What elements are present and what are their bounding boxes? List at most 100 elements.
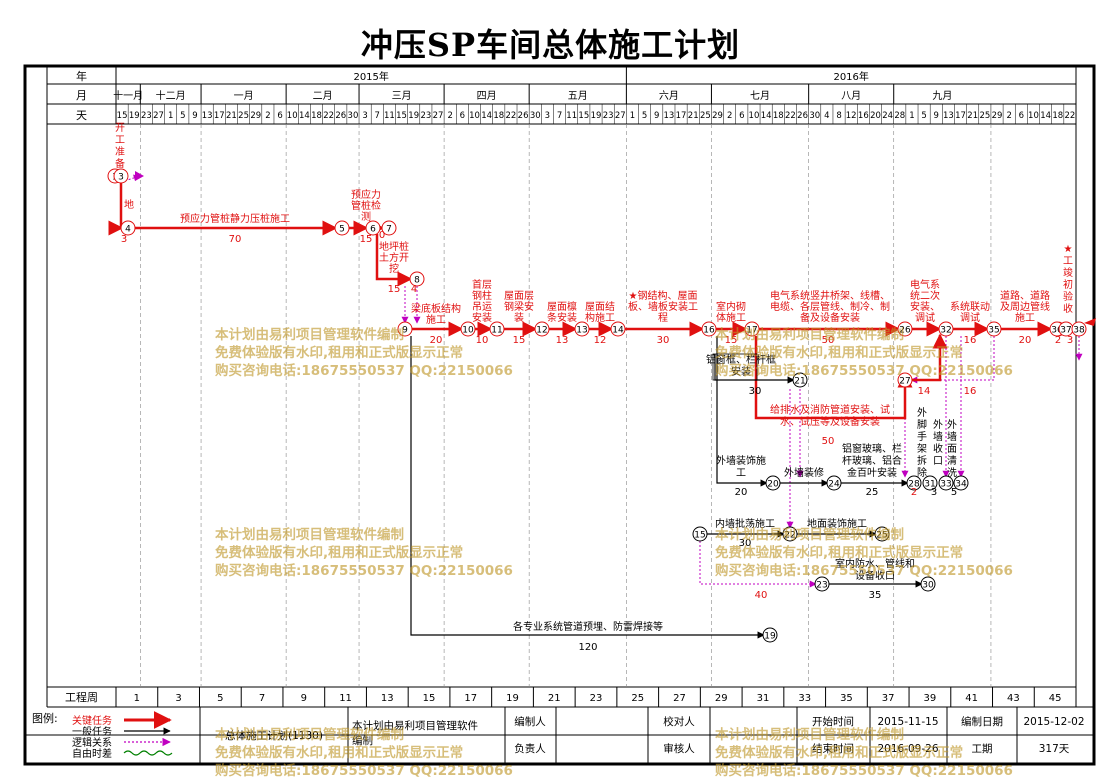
editor-label: 编制人	[514, 715, 546, 728]
day-label: 18	[493, 111, 504, 121]
day-label: 2	[265, 111, 270, 121]
task-label: 20	[1019, 335, 1032, 346]
event-node-number: 13	[576, 326, 587, 336]
end-label: 结束时间	[812, 742, 854, 755]
event-node-number: 36	[1051, 326, 1063, 336]
task-label: 备	[115, 157, 125, 170]
event-node	[953, 475, 969, 491]
event-node-number: 11	[491, 326, 502, 336]
day-label: 22	[1065, 111, 1076, 121]
event-node	[120, 220, 136, 236]
event-node-number: 20	[767, 480, 779, 490]
event-node-number: 28	[908, 480, 920, 490]
event-node-number: 37	[1060, 326, 1071, 336]
task-label: 构施工	[585, 311, 615, 324]
day-label: 2	[447, 111, 452, 121]
logic-relation-arrow	[699, 541, 817, 588]
critical-task-arrow	[375, 234, 413, 287]
event-node	[489, 321, 505, 337]
event-node-number: 12	[536, 326, 547, 336]
task-label: 清	[947, 454, 957, 467]
task-label: 调试	[960, 311, 980, 324]
start-value: 2015-11-15	[877, 716, 938, 728]
month-label: 九月	[932, 90, 952, 102]
task-label: 安装	[472, 311, 492, 324]
day-label: 18	[1052, 111, 1063, 121]
day-label: 26	[518, 111, 529, 121]
day-label: 28	[894, 111, 905, 121]
task-label: 工	[1063, 256, 1073, 267]
event-node	[938, 475, 954, 491]
month-label: 五月	[568, 90, 588, 102]
day-label: 14	[1040, 111, 1051, 121]
day-label: 30	[530, 111, 541, 121]
task-label: 测	[361, 210, 371, 223]
event-node-number: 26	[899, 326, 911, 336]
task-label: 2	[1055, 335, 1061, 346]
compile-date-value: 2015-12-02	[1023, 716, 1084, 728]
week-label: 29	[715, 693, 728, 704]
day-label: 18	[311, 111, 322, 121]
owner-label: 负责人	[514, 742, 546, 755]
task-label: 墙	[947, 430, 957, 443]
outer-frame	[23, 64, 1096, 766]
week-label: 19	[506, 693, 519, 704]
task-label: 40	[755, 590, 768, 601]
event-node	[460, 321, 476, 337]
task-label: 12	[594, 335, 607, 346]
task-label: 屋面檩	[547, 300, 577, 313]
task-label: 2	[911, 487, 917, 498]
task-label: 水、试压等及设备安装	[780, 415, 880, 428]
task-label: 30	[657, 335, 670, 346]
task-label: 管桩检	[351, 199, 381, 212]
week-label: 35	[840, 693, 853, 704]
week-label: 41	[965, 693, 978, 704]
day-label: 23	[141, 111, 152, 121]
day-label: 23	[420, 111, 431, 121]
task-label: 及周边管线	[1000, 300, 1050, 313]
month-label: 十一月	[113, 89, 143, 102]
task-label: 16	[964, 335, 977, 346]
task-label: 预应力管桩静力压桩施工	[180, 212, 290, 225]
finish-flag-icon	[1084, 318, 1096, 326]
start-label: 开始时间	[812, 715, 854, 728]
event-node-number: 15	[694, 531, 705, 541]
event-node	[610, 321, 626, 337]
day-label: 29	[992, 111, 1003, 121]
legend-float-line	[123, 750, 173, 756]
task-label: 脚	[917, 418, 927, 431]
day-label: 14	[761, 111, 772, 121]
day-label: 16	[858, 111, 869, 121]
event-node	[765, 475, 781, 491]
day-label: 29	[250, 111, 261, 121]
day-label: 30	[348, 111, 359, 121]
task-label: 墙	[933, 430, 943, 443]
event-node	[814, 576, 830, 592]
task-label: 首层	[472, 278, 492, 291]
day-label: 12	[846, 111, 857, 121]
task-label: 50	[822, 335, 835, 346]
event-node-number: 8	[414, 276, 420, 286]
day-label: 11	[384, 111, 395, 121]
month-label: 一月	[234, 90, 254, 102]
critical-task-arrow	[108, 182, 124, 236]
task-label: 14	[918, 386, 931, 397]
task-label: 15	[725, 335, 738, 346]
day-label: 6	[739, 111, 744, 121]
event-node	[922, 475, 938, 491]
header-label-month: 月	[76, 89, 87, 102]
task-label: 外墙装修	[784, 466, 824, 479]
week-label: 37	[882, 693, 895, 704]
task-label: 收	[933, 442, 943, 455]
task-label: 3	[121, 234, 127, 245]
event-node-number: 25	[876, 531, 887, 541]
task-label: 预应力	[351, 188, 381, 201]
duration-value: 317天	[1039, 743, 1070, 755]
day-label: 10	[287, 111, 298, 121]
event-node	[574, 321, 590, 337]
month-label: 二月	[313, 90, 333, 102]
task-label: 给排水及消防管道安装、试	[770, 403, 890, 416]
task-label: 13	[556, 335, 569, 346]
task-label: 金百叶安装	[847, 466, 897, 479]
